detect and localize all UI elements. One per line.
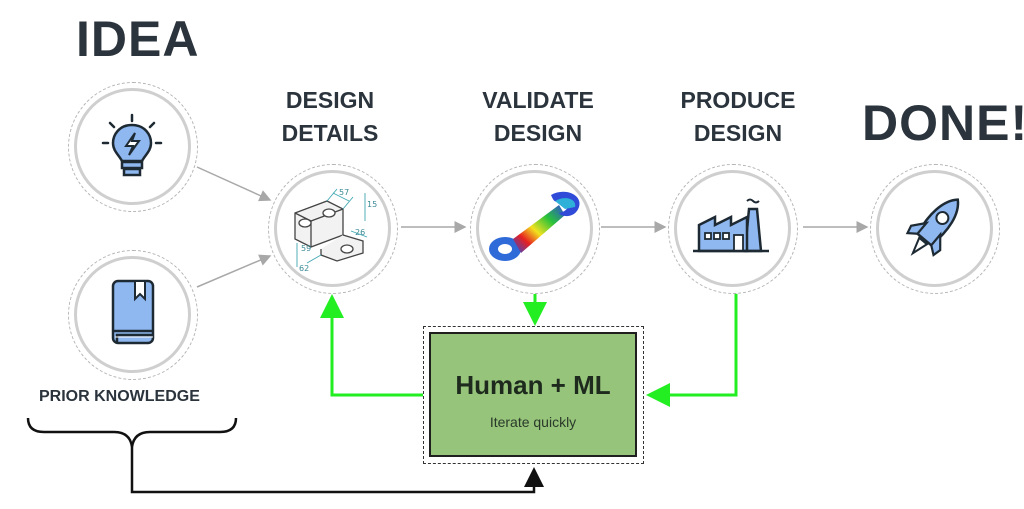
prior-knowledge-label: PRIOR KNOWLEDGE [39, 388, 200, 405]
fea-connecting-rod-icon [489, 191, 580, 261]
produce-design-node [668, 164, 798, 294]
dim-label: 15 [367, 200, 377, 209]
dim-label: 57 [339, 188, 349, 197]
dim-label: 62 [299, 264, 309, 273]
step-title-produce-design: PRODUCE DESIGN [648, 84, 828, 150]
design-details-node: 57 15 59 26 62 [268, 164, 398, 294]
rocket-icon [905, 198, 960, 257]
factory-icon [693, 198, 769, 253]
prior-brace [26, 417, 238, 448]
step-title-line: VALIDATE [482, 87, 594, 113]
dim-label: 59 [301, 244, 311, 253]
human-ml-title: Human + ML [455, 370, 611, 400]
lightbulb-icon [101, 113, 163, 177]
step-title-line: DETAILS [281, 120, 379, 146]
dim-label: 26 [355, 228, 365, 237]
step-title-line: DESIGN [693, 120, 783, 146]
step-title-design-details: DESIGN DETAILS [240, 84, 420, 150]
done-node [870, 164, 1000, 294]
loop-arrow-produce-to-box [646, 292, 738, 407]
human-ml-box-fill: Human + ML Iterate quickly [429, 332, 637, 457]
step-title-line: PRODUCE [680, 87, 796, 113]
step-title-line: DESIGN [285, 87, 375, 113]
validate-design-node [470, 164, 600, 294]
step-title-line: DESIGN [493, 120, 583, 146]
arrow-idea-to-design [196, 166, 272, 202]
arrow-prior-to-design [196, 254, 272, 288]
step-title-validate-design: VALIDATE DESIGN [448, 84, 628, 150]
technical-drawing-icon: 57 15 59 26 62 [294, 188, 377, 273]
done-title: DONE! [862, 95, 1024, 151]
book-icon [111, 279, 155, 345]
idea-node [68, 82, 198, 212]
prior-knowledge-node [68, 250, 198, 380]
loop-arrow-to-design [320, 294, 424, 397]
idea-title: IDEA [76, 11, 200, 67]
prior-to-box-arrow [130, 447, 544, 494]
human-ml-box: Human + ML Iterate quickly [423, 326, 644, 464]
human-ml-subtitle: Iterate quickly [489, 414, 577, 430]
